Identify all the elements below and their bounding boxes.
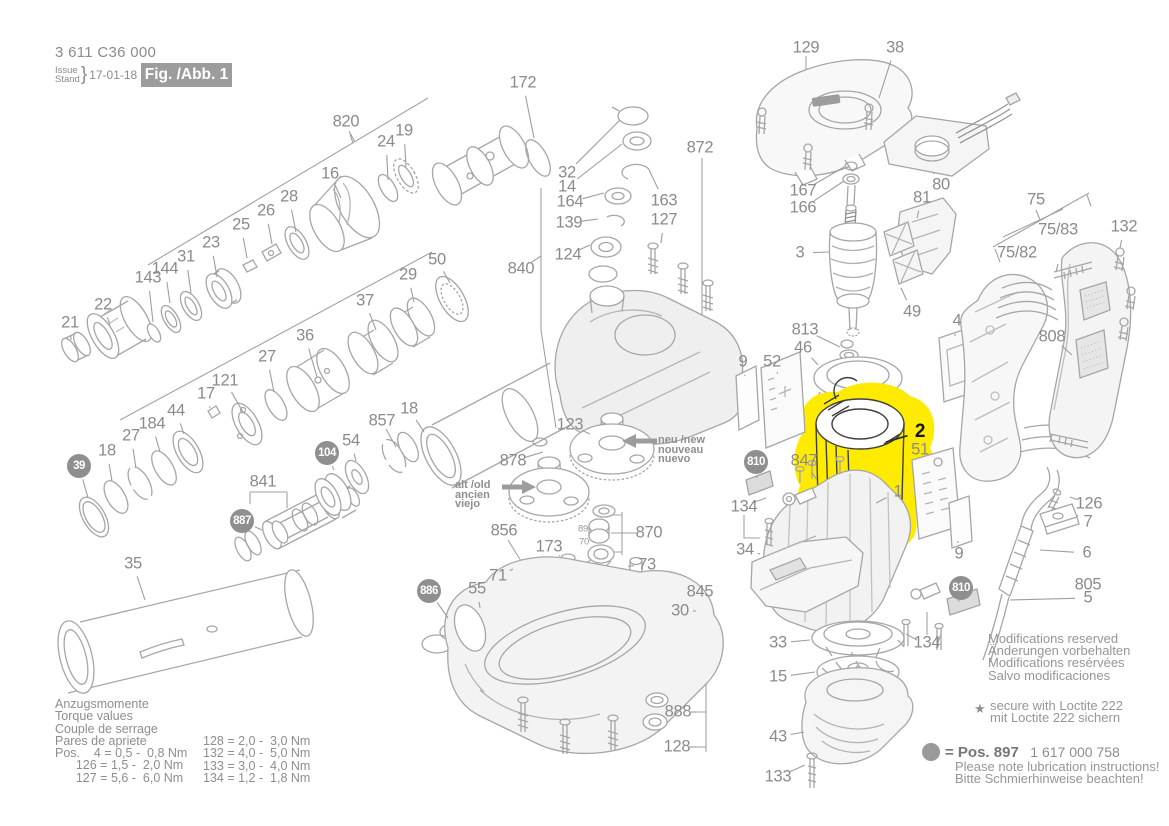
figure-label-box: Fig. /Abb. 1 — [141, 63, 232, 87]
lubrication-note: Please note lubrication instructions!Bit… — [955, 759, 1160, 787]
artwork-toolholder-chain — [61, 125, 551, 363]
loctite-star-icon: ★ — [974, 701, 986, 716]
text-line: ancien — [455, 488, 490, 501]
text-line: Please note lubrication instructions! — [955, 759, 1160, 774]
artwork-hammer-tube — [57, 485, 361, 694]
issue-date: 17-01-18 — [89, 68, 138, 82]
text-line: Änderungen vorbehalten — [988, 643, 1131, 659]
part-number: 3 611 C36 000 — [55, 44, 157, 61]
pos897-dot — [922, 743, 940, 761]
text-line: mit Loctite 222 sichern — [990, 710, 1121, 726]
artwork-fan-covers — [750, 535, 914, 788]
header: 3 611 C36 000 Issue Stand } 17-01-18 — [55, 44, 156, 86]
issue-label: Issue — [55, 64, 78, 76]
text-line: 128 = 2,0 - 3,0 Nm — [203, 734, 311, 748]
text-line: nouveau — [658, 443, 704, 456]
leader-lines — [70, 60, 1123, 773]
text-line: 127 = 5,6 - 6,0 Nm — [55, 770, 184, 785]
text-line: nuevo — [658, 453, 691, 466]
text-line: Pares de apriete — [55, 734, 147, 749]
artwork-handle — [959, 242, 1136, 663]
artwork-bearing-stack — [588, 106, 714, 311]
text-line: 126 = 1,5 - 2,0 Nm — [55, 758, 184, 773]
text-line: 134 = 1,2 - 1,8 Nm — [203, 771, 311, 786]
old-part-arrow — [502, 480, 536, 494]
artwork-armature — [813, 161, 903, 410]
artwork-gear-housing — [420, 285, 744, 489]
text-line: Torque values — [55, 709, 133, 724]
text-line: Modifications resérvées — [988, 655, 1125, 671]
torque-table-left: Pos. 4 = 0,5 - 0,8 Nm 126 = 1,5 - 2,0 Nm… — [55, 746, 188, 785]
pos897-label: = Pos. 897 — [945, 744, 1019, 761]
artwork-crankcase — [444, 556, 724, 754]
text-line: Anzugsmomente — [55, 697, 149, 711]
brace: } — [80, 64, 88, 85]
text-line: Modifications reserved — [988, 631, 1119, 646]
text-line: alt /old — [455, 479, 491, 491]
text-line: 133 = 3,0 - 4,0 Nm — [203, 758, 311, 773]
text-line: 132 = 4,0 - 5,0 Nm — [203, 746, 311, 761]
artwork-crank-parts — [271, 431, 419, 544]
text-line: Couple de serrage — [55, 721, 158, 736]
stand-label: Stand — [55, 74, 80, 85]
new-part-arrow — [622, 434, 657, 448]
pos897-number: 1 617 000 758 — [1030, 744, 1120, 760]
artwork-sleeve-chain — [78, 275, 469, 538]
text-line: Pos. 4 = 0,5 - 0,8 Nm — [55, 746, 188, 760]
text-line: Bitte Schmierhinweise beachten! — [955, 771, 1144, 787]
pos897-note: = Pos. 897 1 617 000 758 — [945, 744, 1120, 762]
text-line: secure with Loctite 222 — [990, 698, 1123, 713]
text-line: viejo — [455, 498, 481, 511]
text-line: Salvo modificaciones — [988, 667, 1111, 683]
artwork-striker-group — [291, 502, 319, 532]
artwork-top-cover — [755, 59, 1021, 275]
text-line: neu /new — [658, 434, 706, 446]
